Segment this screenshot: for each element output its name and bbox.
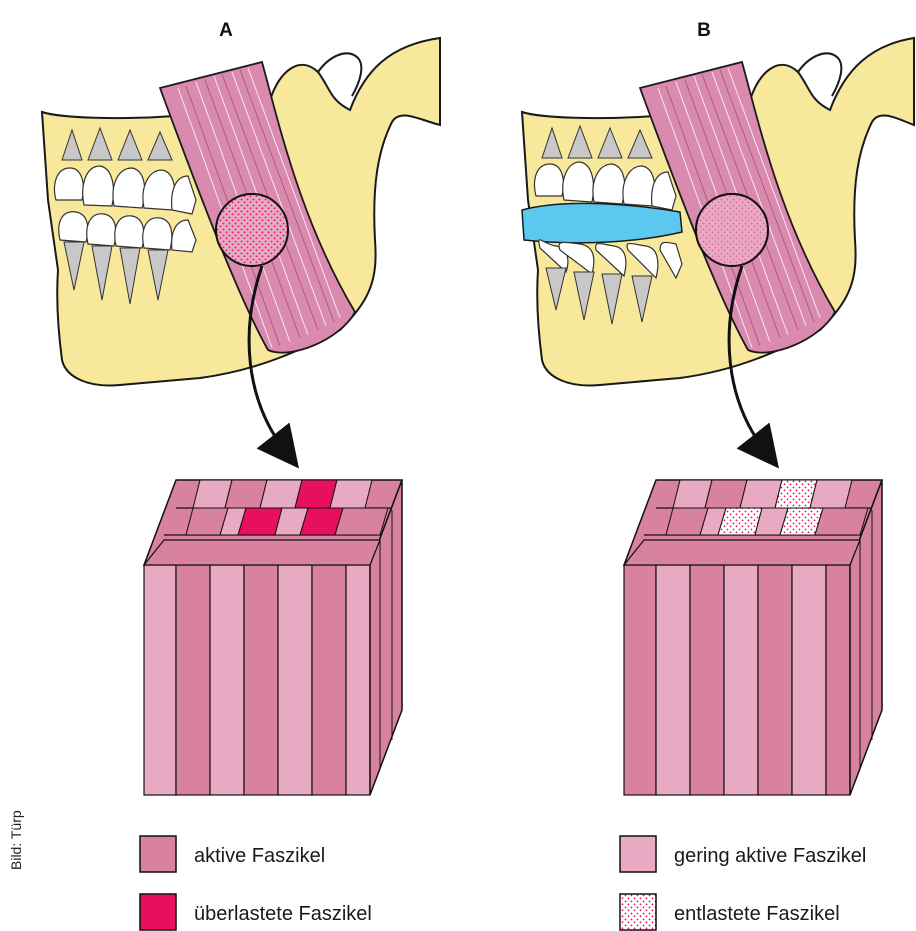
legend-label-relieved: entlastete Faszikel — [674, 903, 840, 925]
panel-a: A — [42, 20, 440, 795]
legend-item-low-active: gering aktive Faszikel — [620, 836, 866, 872]
legend: aktive Faszikel überlastete Faszikel ger… — [140, 836, 866, 930]
legend-label-active: aktive Faszikel — [194, 845, 325, 867]
magnifier-circle-icon — [216, 194, 288, 266]
legend-item-overloaded: überlastete Faszikel — [140, 894, 372, 930]
legend-swatch-overloaded — [140, 894, 176, 930]
panel-b-label: B — [697, 20, 711, 41]
panel-a-label: A — [219, 20, 233, 41]
fascicle-block-b — [624, 480, 882, 795]
legend-item-active: aktive Faszikel — [140, 836, 325, 872]
image-credit: Bild: Türp — [8, 810, 24, 870]
legend-swatch-low-active — [620, 836, 656, 872]
fascicle-block-a — [144, 480, 402, 795]
panel-b: B — [522, 20, 914, 795]
legend-swatch-relieved — [620, 894, 656, 930]
occlusal-splint — [522, 203, 682, 242]
legend-swatch-active — [140, 836, 176, 872]
legend-item-relieved: entlastete Faszikel — [620, 894, 840, 930]
legend-label-low-active: gering aktive Faszikel — [674, 845, 866, 867]
magnifier-circle-icon — [696, 194, 768, 266]
legend-label-overloaded: überlastete Faszikel — [194, 903, 372, 925]
